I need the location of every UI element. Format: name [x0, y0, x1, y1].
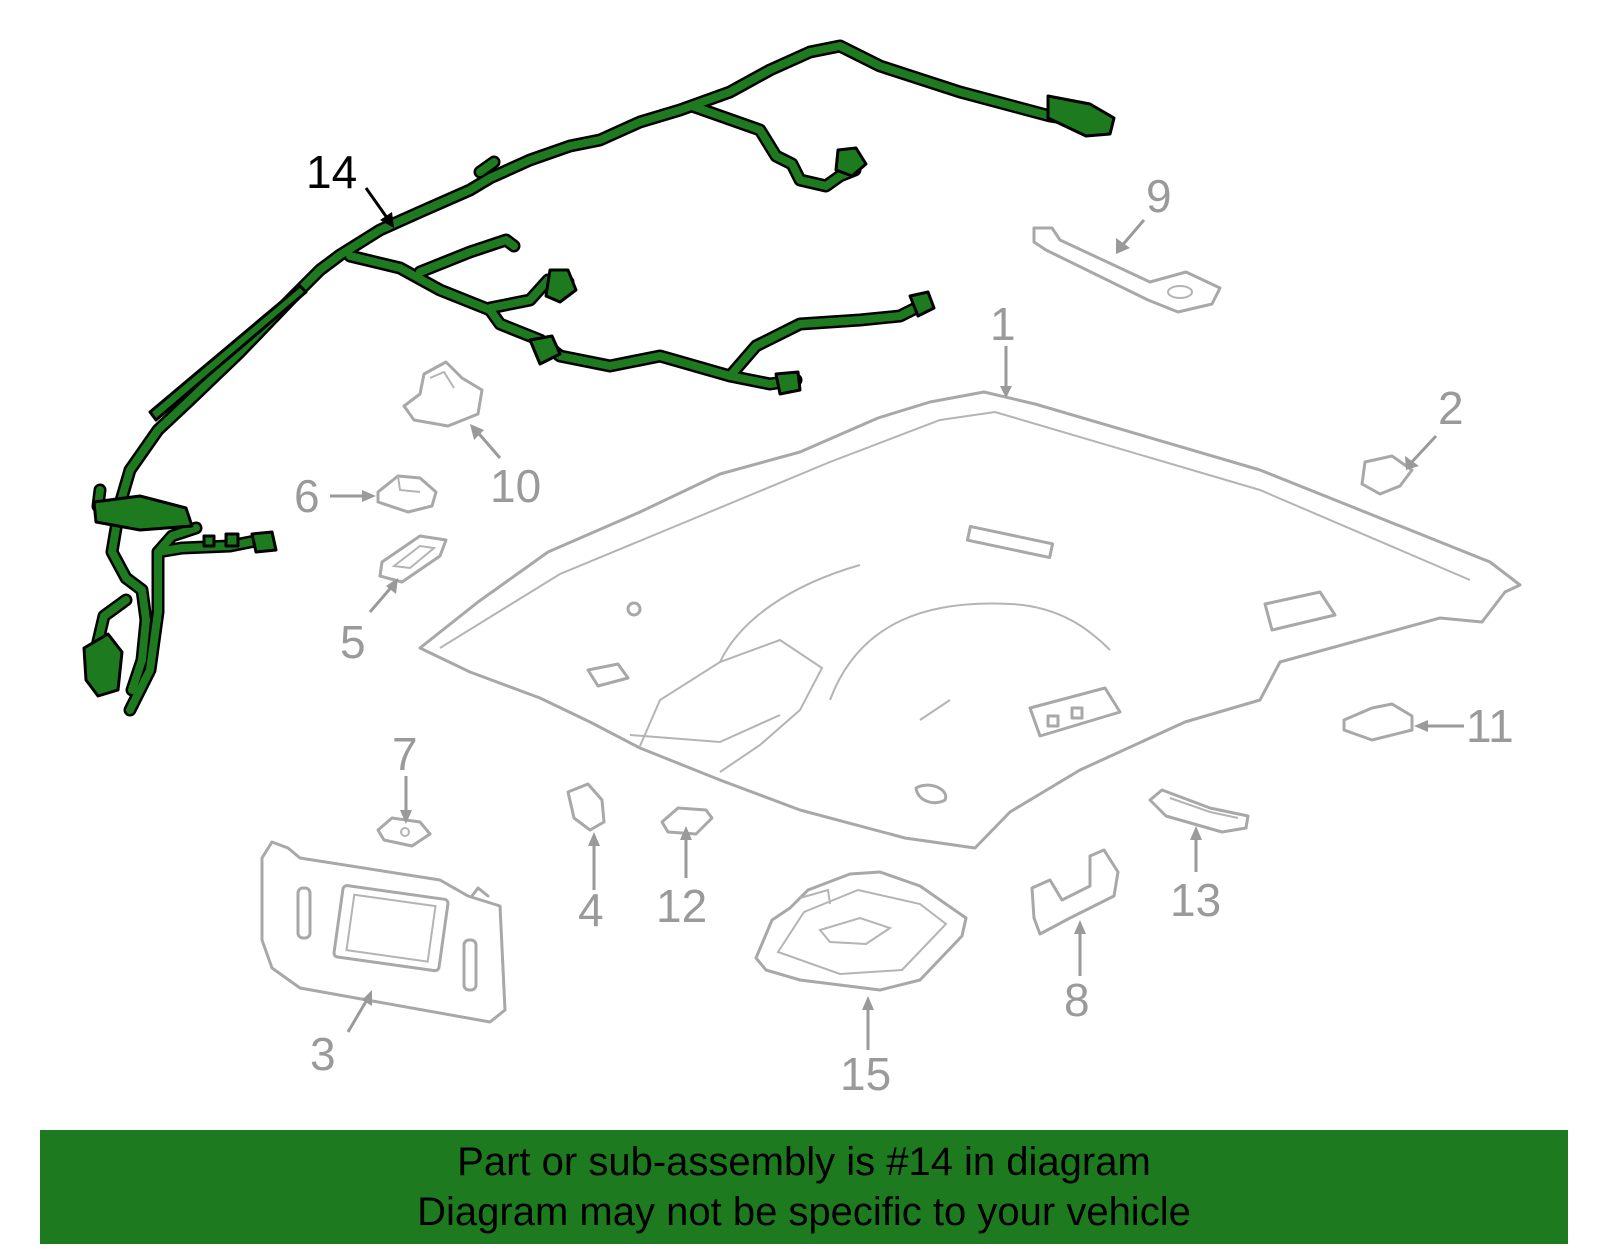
callout-4: 4: [578, 884, 604, 936]
banner-line-2: Diagram may not be specific to your vehi…: [417, 1190, 1191, 1234]
callout-9: 9: [1146, 170, 1172, 222]
callout-2: 2: [1438, 382, 1464, 434]
callout-7: 7: [392, 728, 418, 780]
info-banner: Part or sub-assembly is #14 in diagram D…: [40, 1130, 1568, 1244]
part-15-overhead-console[interactable]: [754, 870, 968, 992]
callout-12: 12: [656, 880, 707, 932]
part-3-sun-visor[interactable]: [260, 840, 507, 1024]
part-14-wiring-harness[interactable]: [82, 39, 1116, 717]
arrow-9: [1118, 219, 1146, 249]
callout-11: 11: [1466, 700, 1514, 752]
part-1-headliner[interactable]: [418, 390, 1522, 850]
callout-10: 10: [490, 460, 541, 512]
callout-8: 8: [1064, 974, 1090, 1026]
arrow-3: [346, 997, 370, 1033]
callout-labels: 1 2 3 4 5 6 7 8 9 10 11 12 13 14 15: [294, 146, 1514, 1100]
part-4[interactable]: [566, 782, 606, 832]
callout-15: 15: [840, 1048, 891, 1100]
part-7[interactable]: [376, 816, 432, 848]
callout-3: 3: [310, 1028, 336, 1080]
part-9[interactable]: [1032, 226, 1222, 314]
callout-6: 6: [294, 470, 320, 522]
part-11[interactable]: [1342, 702, 1414, 742]
part-5[interactable]: [378, 534, 448, 584]
callout-13: 13: [1170, 874, 1221, 926]
banner-line-1: Part or sub-assembly is #14 in diagram: [457, 1140, 1151, 1184]
callout-14: 14: [306, 146, 357, 198]
part-12[interactable]: [660, 806, 714, 836]
arrow-2: [1408, 434, 1438, 466]
part-10[interactable]: [402, 360, 484, 428]
part-8-grab-handle[interactable]: [1030, 848, 1120, 936]
parts-diagram: 1 2 3 4 5 6 7 8 9 10 11 12 13 14 15: [82, 39, 1522, 1100]
part-13[interactable]: [1148, 788, 1250, 834]
callout-arrows: [330, 187, 1464, 1050]
part-6[interactable]: [376, 474, 438, 514]
callout-5: 5: [340, 616, 366, 668]
part-2[interactable]: [1360, 454, 1414, 496]
callout-1: 1: [990, 298, 1016, 350]
